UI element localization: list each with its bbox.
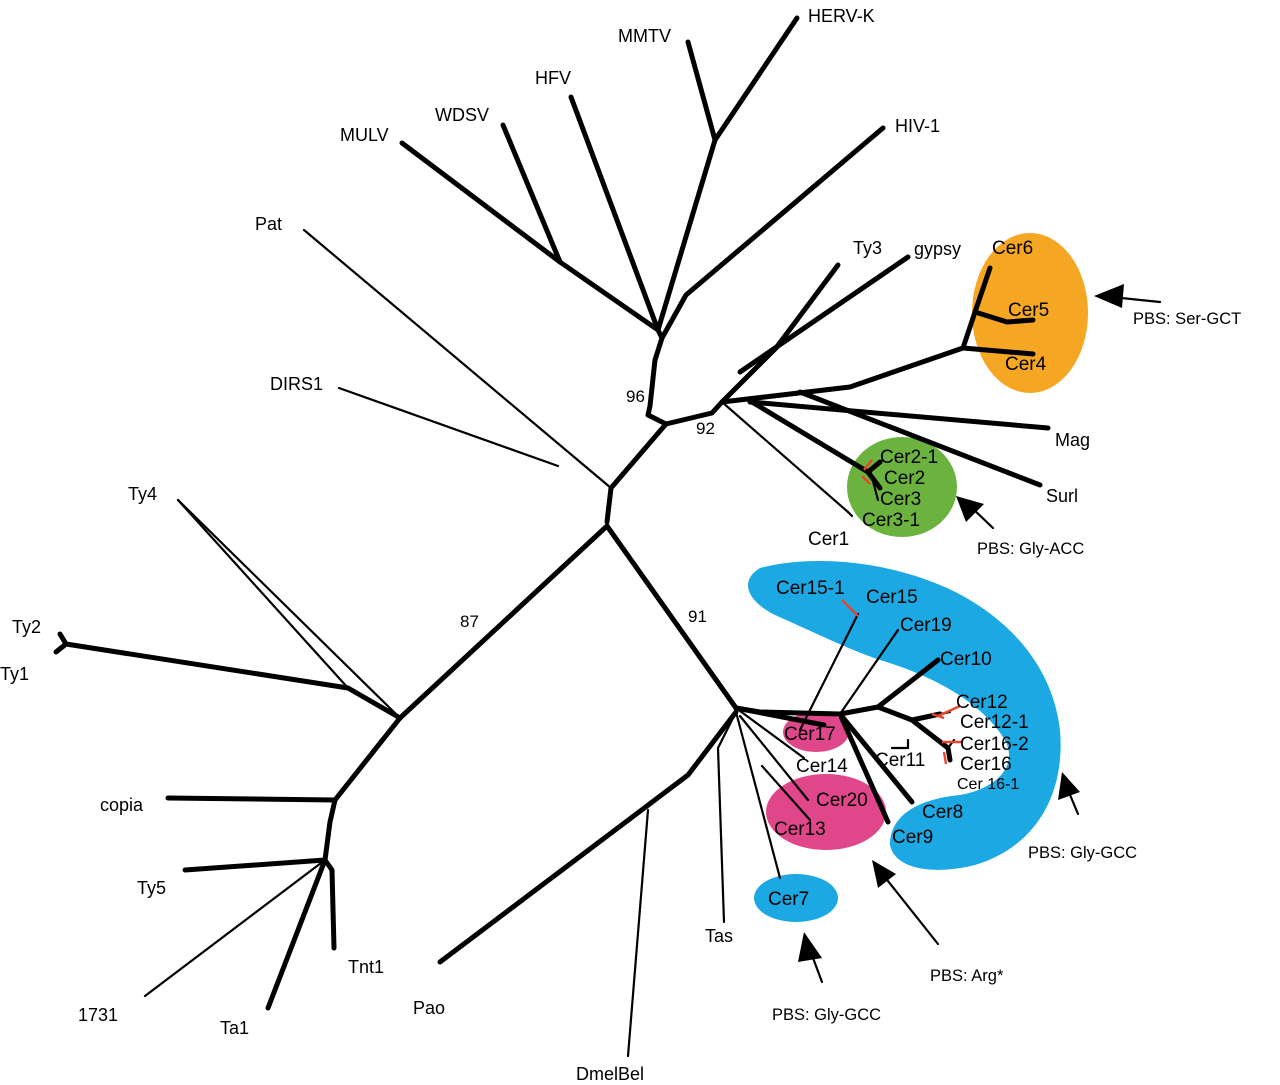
label-pao: Pao	[413, 998, 445, 1018]
label-cer7: Cer7	[768, 889, 809, 910]
label-ty4: Ty4	[128, 484, 157, 504]
taxon-labels: HERV-K MMTV HFV WDSV MULV HIV-1 Pat DIRS…	[0, 6, 1090, 1084]
label-pat: Pat	[255, 214, 282, 234]
label-mulv: MULV	[340, 125, 389, 145]
label-copia: copia	[100, 795, 144, 815]
blue-clade-region	[748, 561, 1061, 870]
label-ty5: Ty5	[137, 878, 166, 898]
bootstrap-96: 96	[626, 387, 645, 406]
label-cer14: Cer14	[796, 756, 848, 777]
pbs-arg: PBS: Arg*	[930, 967, 1004, 985]
label-cer3-1: Cer3-1	[862, 510, 920, 531]
label-cer1: Cer1	[808, 529, 849, 550]
label-cer2: Cer2	[884, 468, 925, 489]
label-dirs1: DIRS1	[270, 374, 323, 394]
label-cer16: Cer16	[960, 754, 1012, 775]
label-cer16-2: Cer16-2	[960, 734, 1029, 755]
label-hiv-1: HIV-1	[895, 116, 940, 136]
label-ty2: Ty2	[12, 617, 41, 637]
cer7-clade-ellipse	[754, 874, 838, 922]
bootstrap-91: 91	[688, 607, 707, 626]
label-cer13: Cer13	[774, 819, 826, 840]
label-cer17: Cer17	[784, 724, 836, 745]
pbs-gly-gcc-cer7: PBS: Gly-GCC	[772, 1006, 881, 1024]
label-1731: 1731	[78, 1005, 118, 1025]
bootstrap-values: 96 92 87 91	[460, 387, 715, 631]
magenta-cer13-20-ellipse	[766, 774, 886, 850]
bootstrap-92: 92	[696, 419, 715, 438]
label-cer2-1: Cer2-1	[880, 447, 938, 468]
label-cer4: Cer4	[1005, 354, 1047, 375]
pbs-annotations: PBS: Ser-GCT PBS: Gly-ACC PBS: Gly-GCC P…	[772, 284, 1241, 1024]
label-ty3: Ty3	[853, 238, 882, 258]
label-herv-k: HERV-K	[808, 6, 875, 26]
arrow-arg-icon	[872, 860, 896, 888]
label-cer5: Cer5	[1008, 300, 1049, 321]
pbs-gly-acc: PBS: Gly-ACC	[977, 540, 1084, 558]
label-hfv: HFV	[535, 68, 571, 88]
label-cer6: Cer6	[992, 238, 1033, 259]
label-cer10: Cer10	[940, 649, 992, 670]
bootstrap-87: 87	[460, 612, 479, 631]
label-tas: Tas	[705, 926, 733, 946]
label-gypsy: gypsy	[914, 239, 961, 259]
label-mmtv: MMTV	[618, 26, 671, 46]
label-ta1: Ta1	[220, 1018, 249, 1038]
label-cer12: Cer12	[956, 692, 1008, 713]
arrow-gly-gcc-blue-icon	[1058, 772, 1080, 800]
label-surl: Surl	[1046, 486, 1078, 506]
arrow-ser-gct-icon	[1094, 284, 1124, 308]
label-cer15-1: Cer15-1	[776, 578, 845, 599]
label-ty1: Ty1	[0, 664, 29, 684]
label-cer11: Cer11	[875, 750, 925, 771]
label-cer20: Cer20	[816, 790, 868, 811]
label-wdsv: WDSV	[435, 105, 489, 125]
pbs-gly-gcc-blue: PBS: Gly-GCC	[1028, 844, 1137, 862]
label-cer19: Cer19	[900, 615, 952, 636]
label-cer12-1: Cer12-1	[960, 712, 1029, 733]
label-cer16-1: Cer 16-1	[957, 776, 1019, 793]
arrow-gly-gcc-cer7-icon	[798, 932, 822, 962]
label-dmelbel: DmelBel	[576, 1064, 644, 1084]
tree-branches	[53, 15, 1051, 1058]
pbs-ser-gct: PBS: Ser-GCT	[1133, 310, 1241, 328]
green-clade-ellipse	[847, 437, 957, 537]
label-cer9: Cer9	[892, 827, 933, 848]
label-mag: Mag	[1055, 430, 1090, 450]
label-cer15: Cer15	[866, 587, 918, 608]
arrow-gly-acc-icon	[956, 496, 984, 522]
label-tnt1: Tnt1	[348, 957, 384, 977]
label-cer8: Cer8	[922, 802, 963, 823]
label-cer3: Cer3	[880, 489, 921, 510]
